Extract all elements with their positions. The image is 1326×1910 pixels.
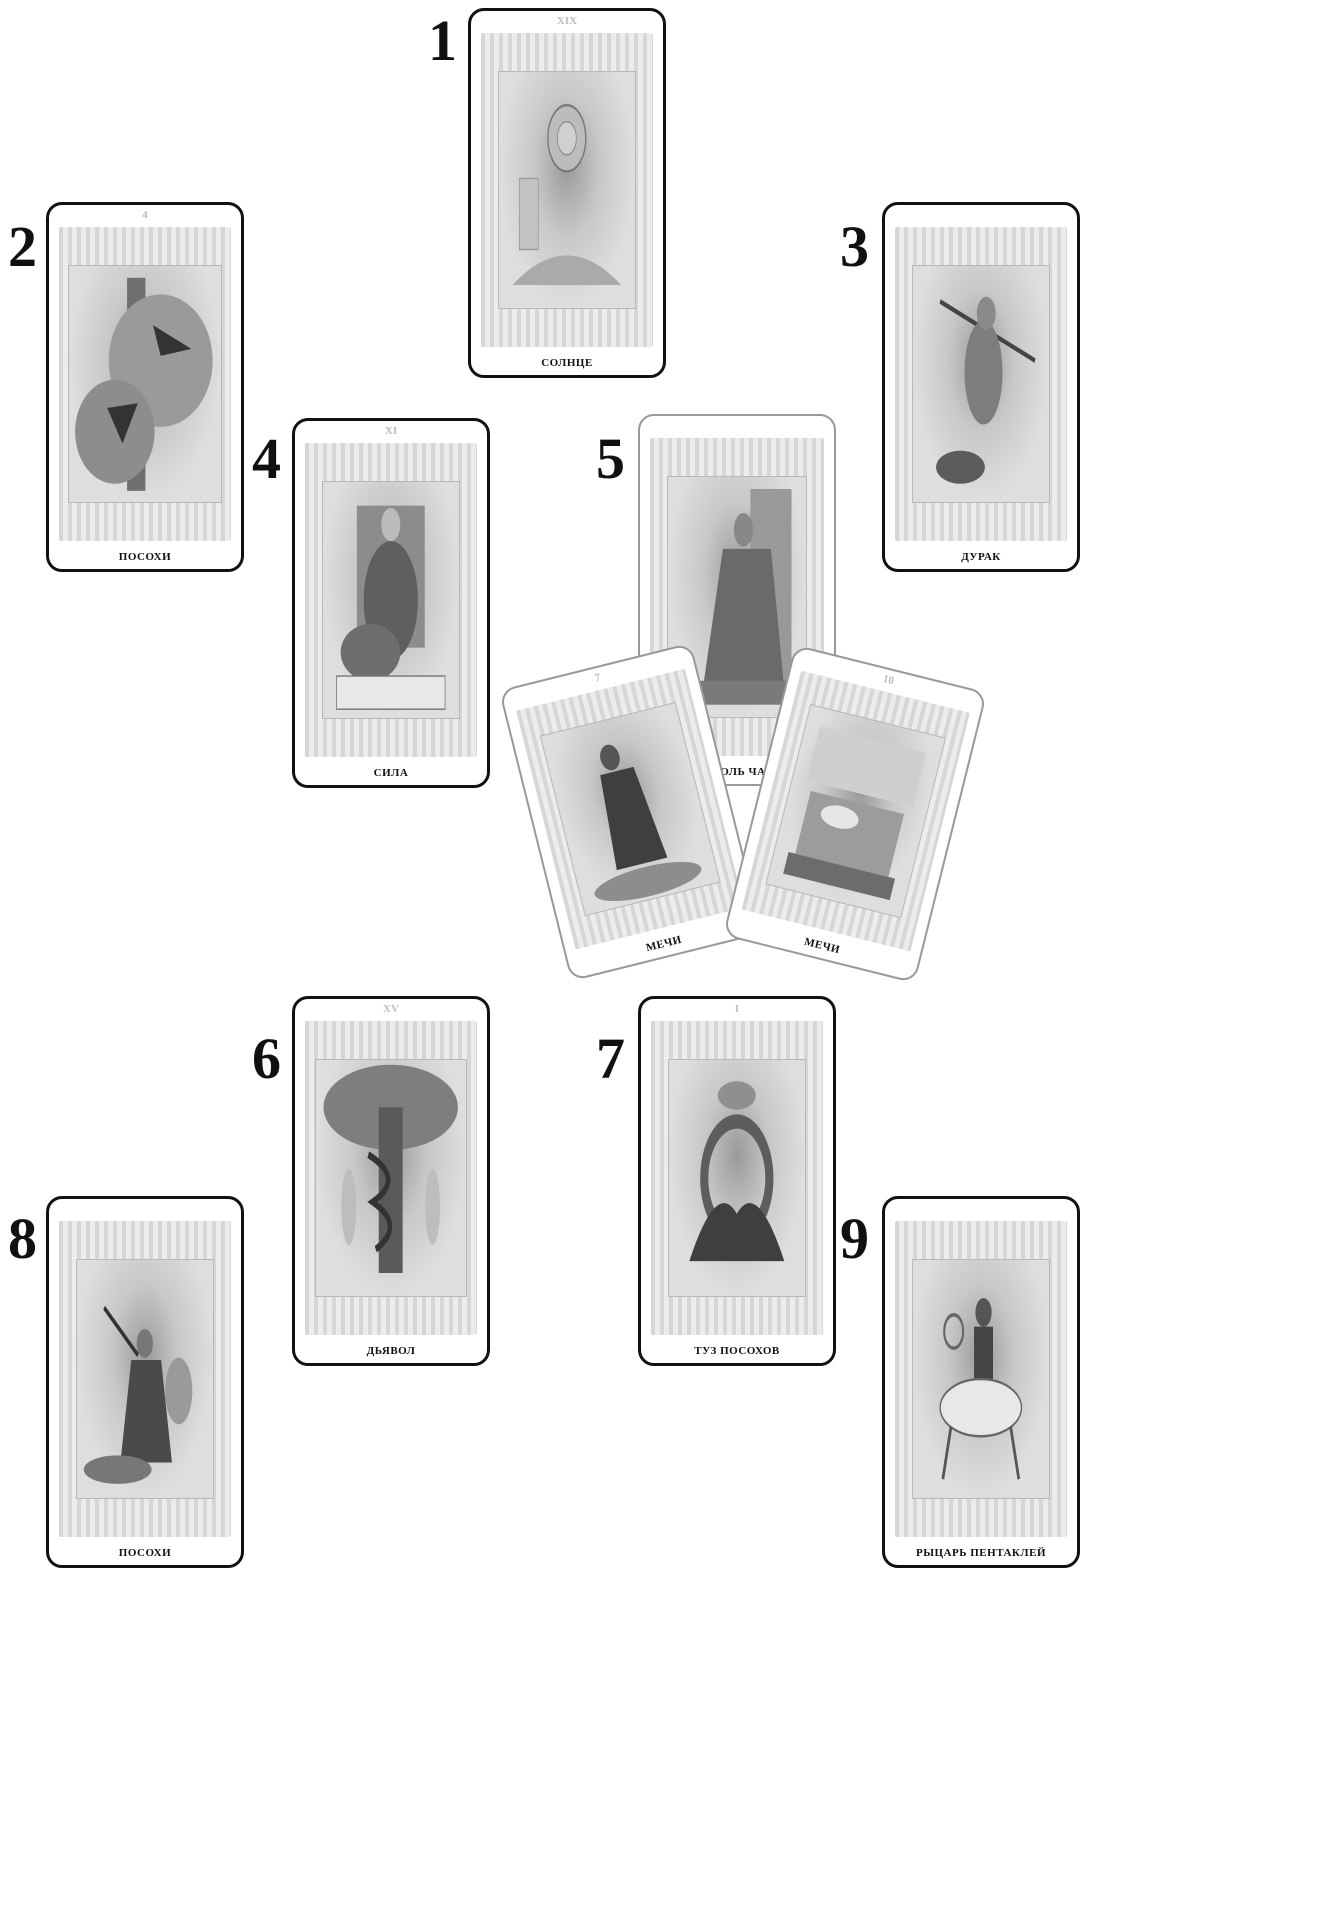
position-number-6: 6: [252, 1030, 281, 1088]
card-illustration: [912, 1259, 1050, 1499]
tarot-card-wands-8[interactable]: ПОСОХИ: [46, 1196, 244, 1568]
serpent-tree-illustration-icon: [316, 1060, 465, 1297]
tarot-card-knight-of-pentacles[interactable]: РЫЦАРЬ ПЕНТАКЛЕЙ: [882, 1196, 1080, 1568]
card-illustration: [76, 1259, 214, 1499]
position-number-8: 8: [8, 1210, 37, 1268]
card-frame: [651, 1021, 823, 1335]
card-illustration: [322, 481, 460, 720]
card-frame: [59, 1221, 231, 1537]
position-number-3: 3: [840, 218, 869, 276]
tarot-card-strength[interactable]: XI СИЛА: [292, 418, 490, 788]
wreath-horns-illustration-icon: [669, 1060, 805, 1297]
queen-lion-illustration-icon: [323, 482, 459, 719]
card-illustration: [766, 704, 946, 919]
horseman-illustration-icon: [913, 1260, 1049, 1498]
warrior-woman-illustration-icon: [77, 1260, 213, 1498]
tarot-card-ace-of-wands[interactable]: I ТУЗ ПОСОХОВ: [638, 996, 836, 1366]
card-illustration: [498, 71, 636, 310]
sun-illustration-icon: [499, 72, 635, 309]
card-frame: [481, 33, 653, 347]
card-numeral: XI: [295, 425, 487, 437]
tarot-card-devil[interactable]: XV ДЬЯВОЛ: [292, 996, 490, 1366]
card-illustration: [912, 265, 1050, 504]
card-title: ТУЗ ПОСОХОВ: [641, 1345, 833, 1357]
card-frame: [59, 227, 231, 541]
position-number-5: 5: [596, 430, 625, 488]
card-illustration: [315, 1059, 466, 1298]
card-title: СОЛНЦЕ: [471, 357, 663, 369]
card-title: ДЬЯВОЛ: [295, 1345, 487, 1357]
position-number-9: 9: [840, 1210, 869, 1268]
card-numeral: 4: [49, 209, 241, 221]
position-number-7: 7: [596, 1030, 625, 1088]
card-title: СИЛА: [295, 767, 487, 779]
card-title: ДУРАК: [885, 551, 1077, 563]
card-numeral: XV: [295, 1003, 487, 1015]
card-frame: [305, 443, 477, 757]
tarot-card-sun[interactable]: XIX СОЛНЦЕ: [468, 8, 666, 378]
card-numeral: I: [641, 1003, 833, 1015]
tarot-card-wands-4[interactable]: 4 ПОСОХИ: [46, 202, 244, 572]
swordsman-illustration-icon: [541, 703, 719, 916]
card-illustration: [540, 702, 720, 917]
fool-illustration-icon: [913, 266, 1049, 503]
card-illustration: [668, 1059, 806, 1298]
birds-tree-illustration-icon: [69, 266, 222, 503]
position-number-2: 2: [8, 218, 37, 276]
card-title: ПОСОХИ: [49, 551, 241, 563]
position-number-4: 4: [252, 430, 281, 488]
card-frame: [895, 227, 1067, 541]
tarot-card-fool[interactable]: ДУРАК: [882, 202, 1080, 572]
bedroom-illustration-icon: [767, 705, 945, 918]
card-frame: [895, 1221, 1067, 1537]
card-title: ПОСОХИ: [49, 1547, 241, 1559]
card-title: РЫЦАРЬ ПЕНТАКЛЕЙ: [885, 1547, 1077, 1559]
card-illustration: [68, 265, 223, 504]
card-numeral: XIX: [471, 15, 663, 27]
position-number-1: 1: [428, 12, 457, 70]
card-frame: [305, 1021, 477, 1335]
